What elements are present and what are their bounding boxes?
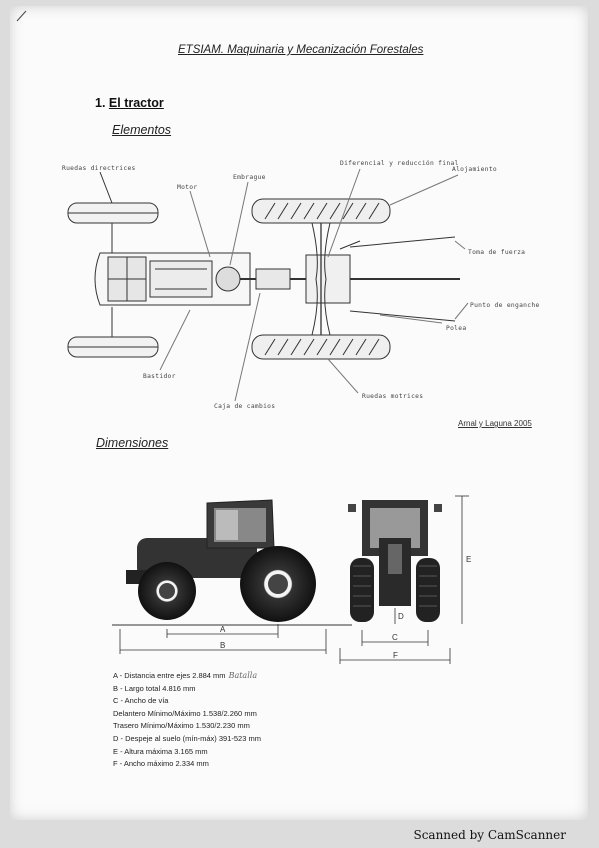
- document-header: ETSIAM. Maquinaria y Mecanización Forest…: [178, 44, 424, 56]
- dim-label-b: B: [220, 641, 225, 650]
- legend-a-text: A - Distancia entre ejes 2.884 mm: [113, 671, 226, 680]
- tractor-front-view: [348, 500, 442, 622]
- dimensiones-heading: Dimensiones: [96, 436, 169, 450]
- legend-line-c-front: Delantero Mínimo/Máximo 1.538/2.260 mm: [113, 708, 257, 718]
- legend-line-d: D - Despeje al suelo (mín-máx) 391-523 m…: [113, 733, 261, 743]
- label-motor: Motor: [177, 184, 198, 191]
- diagram-credit: Arnal y Laguna 2005: [458, 419, 532, 428]
- legend-a-handwritten-note: Batalla: [228, 671, 258, 680]
- pen-mark: [16, 10, 27, 22]
- legend-line-f: F - Ancho máximo 2.334 mm: [113, 759, 209, 769]
- legend-line-e: E - Altura máxima 3.165 mm: [113, 746, 208, 756]
- legend-line-b: B - Largo total 4.816 mm: [113, 683, 196, 693]
- tractor-plan-diagram: [67, 168, 469, 402]
- tractor-side-view: [126, 499, 316, 622]
- dim-label-e: E: [466, 555, 471, 564]
- legend-line-c-rear: Trasero Mínimo/Máximo 1.530/2.230 mm: [113, 721, 250, 731]
- dim-label-a: A: [220, 625, 226, 634]
- label-ruedas-motrices: Ruedas motrices: [362, 393, 424, 400]
- scanner-watermark: Scanned by CamScanner: [413, 828, 566, 842]
- section-title: 1. El tractor: [95, 96, 164, 110]
- dim-label-d: D: [398, 612, 404, 621]
- tractor-dimensions-image: A B C D E F: [112, 495, 471, 664]
- label-bastidor: Bastidor: [143, 373, 176, 380]
- section-name: El tractor: [108, 96, 164, 110]
- label-embrague: Embrague: [233, 174, 266, 181]
- label-ruedas-directrices: Ruedas directrices: [62, 165, 136, 172]
- section-number: 1.: [95, 96, 106, 110]
- label-diferencial: Diferencial y reducción final: [340, 160, 459, 167]
- label-toma-fuerza: Toma de fuerza: [468, 249, 526, 256]
- label-caja-cambios: Caja de cambios: [214, 403, 276, 410]
- dim-label-f: F: [393, 651, 398, 660]
- legend-line-c: C - Ancho de vía: [113, 696, 169, 706]
- document-page: [10, 6, 588, 820]
- dim-label-c: C: [392, 633, 398, 642]
- label-polea: Polea: [446, 325, 467, 332]
- elementos-heading: Elementos: [112, 123, 172, 137]
- label-alojamiento: Alojamiento: [452, 166, 498, 173]
- label-punto-enganche: Punto de enganche: [470, 302, 540, 309]
